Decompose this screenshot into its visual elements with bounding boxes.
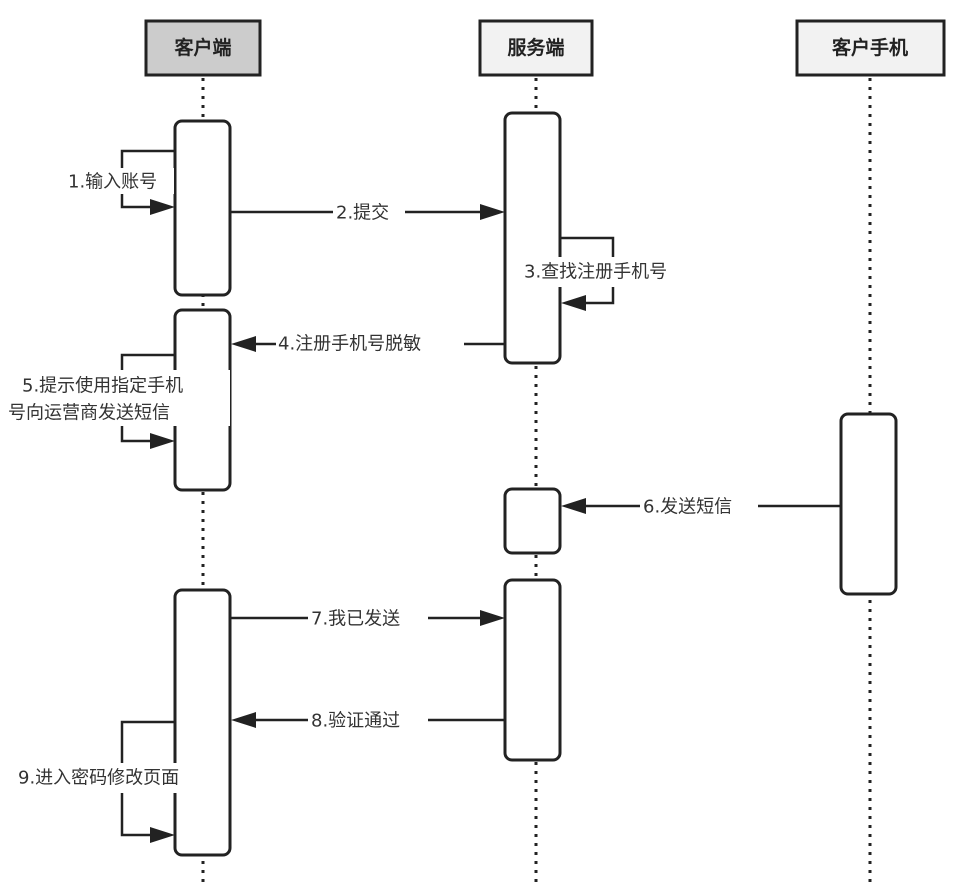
activation-client-1 <box>173 119 232 297</box>
message-5-label-line-2: 号向运营商发送短信 <box>8 403 170 424</box>
message-3-label: 3.查找注册手机号 <box>524 262 667 283</box>
message-1: 1.输入账号 <box>66 149 175 215</box>
message-9-arrowhead <box>150 827 175 843</box>
message-8-label: 8.验证通过 <box>311 711 400 732</box>
message-7: 7.我已发送 <box>231 605 505 633</box>
participant-phone-label: 客户手机 <box>832 36 908 59</box>
message-1-arrowhead <box>150 199 175 215</box>
message-9-label: 9.进入密码修改页面 <box>18 768 179 789</box>
participant-server: 服务端 <box>478 19 594 77</box>
message-5: 5.提示使用指定手机 号向运营商发送短信 <box>8 353 230 449</box>
message-3: 3.查找注册手机号 <box>522 236 706 311</box>
message-7-label: 7.我已发送 <box>311 609 400 630</box>
message-6: 6.发送短信 <box>561 493 841 521</box>
participant-client-box <box>144 19 262 77</box>
activation-server-2 <box>503 487 562 555</box>
message-4-label-bg <box>276 330 464 358</box>
message-7-arrowhead <box>480 610 505 626</box>
message-7-label-bg <box>308 605 428 633</box>
message-8-label-bg <box>308 707 428 735</box>
message-8-arrowhead <box>231 712 256 728</box>
message-2-arrowhead <box>480 204 505 220</box>
message-2-label-bg <box>333 200 405 226</box>
message-5-arrowhead <box>150 433 175 449</box>
participant-client: 客户端 <box>144 19 262 77</box>
message-4-label: 4.注册手机号脱敏 <box>278 334 421 355</box>
activation-server-3 <box>503 578 562 762</box>
message-9-label-bg <box>16 763 224 793</box>
participant-phone: 客户手机 <box>795 19 946 77</box>
message-6-arrowhead <box>561 498 586 514</box>
message-3-label-bg <box>522 257 706 287</box>
message-5-label-line-1: 5.提示使用指定手机 <box>22 376 183 397</box>
message-1-label-bg <box>66 168 174 194</box>
message-4: 4.注册手机号脱敏 <box>231 330 505 358</box>
message-1-label: 1.输入账号 <box>68 172 157 193</box>
participant-client-label: 客户端 <box>174 36 231 59</box>
message-8: 8.验证通过 <box>231 707 505 735</box>
message-6-label: 6.发送短信 <box>643 497 732 518</box>
activation-client-3 <box>173 588 232 857</box>
participant-server-box <box>478 19 594 77</box>
participant-server-label: 服务端 <box>507 36 564 59</box>
message-6-label-bg <box>640 493 758 521</box>
message-3-arrowhead <box>561 295 586 311</box>
activation-server-1 <box>503 111 562 365</box>
message-4-arrowhead <box>231 336 256 352</box>
message-9: 9.进入密码修改页面 <box>16 720 224 843</box>
participant-phone-box <box>795 19 946 77</box>
activation-phone-1 <box>839 412 898 596</box>
message-2-label: 2.提交 <box>336 203 389 224</box>
message-2: 2.提交 <box>231 200 505 226</box>
message-5-label-bg <box>8 370 230 426</box>
